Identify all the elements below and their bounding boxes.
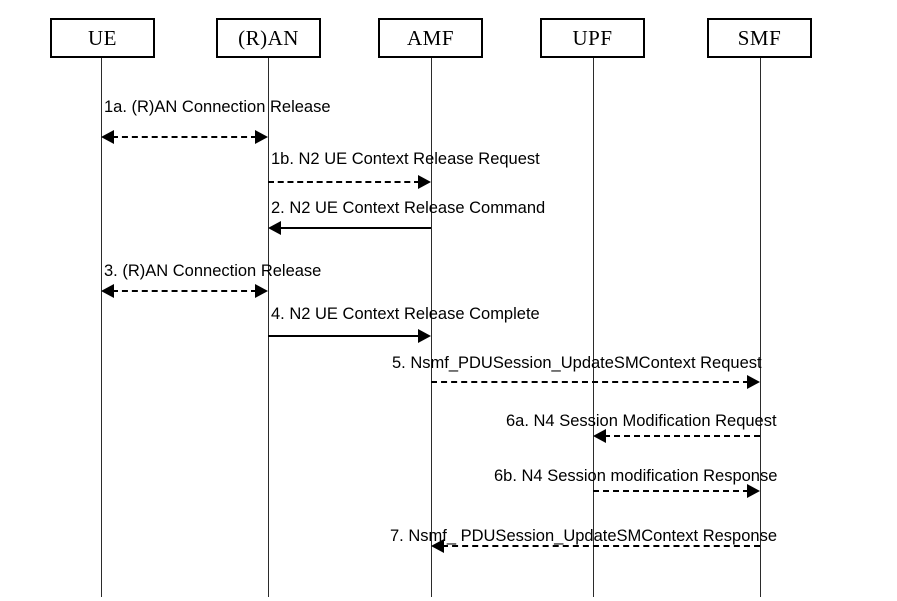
arrowhead-left-1a [101, 130, 114, 144]
arrowhead-right-4 [418, 329, 431, 343]
participant-box-ran: (R)AN [216, 18, 321, 58]
message-line-6a [604, 435, 760, 437]
message-line-6b [593, 490, 749, 492]
participant-box-amf: AMF [378, 18, 483, 58]
lifeline-amf [431, 58, 432, 597]
message-label-6a: 6a. N4 Session Modification Request [506, 412, 777, 430]
message-label-1b: 1b. N2 UE Context Release Request [271, 150, 540, 168]
message-line-5 [431, 381, 749, 383]
message-line-7 [442, 545, 760, 547]
arrowhead-left-3 [101, 284, 114, 298]
message-line-3 [112, 290, 257, 292]
message-line-2 [279, 227, 431, 229]
arrowhead-left-2 [268, 221, 281, 235]
arrowhead-left-6a [593, 429, 606, 443]
participant-label: UE [88, 25, 117, 50]
message-line-1b [268, 181, 420, 183]
arrowhead-right-1b [418, 175, 431, 189]
message-label-4: 4. N2 UE Context Release Complete [271, 305, 540, 323]
message-label-1a: 1a. (R)AN Connection Release [104, 98, 331, 116]
arrowhead-right-1a [255, 130, 268, 144]
message-label-2: 2. N2 UE Context Release Command [271, 199, 546, 217]
participant-box-ue: UE [50, 18, 155, 58]
participant-label: UPF [572, 25, 613, 50]
message-line-4 [268, 335, 420, 337]
arrowhead-right-3 [255, 284, 268, 298]
participant-label: SMF [737, 25, 782, 50]
message-label-3: 3. (R)AN Connection Release [104, 262, 322, 280]
participant-label: (R)AN [238, 25, 299, 50]
arrowhead-right-6b [747, 484, 760, 498]
message-line-1a [112, 136, 257, 138]
arrowhead-right-5 [747, 375, 760, 389]
participant-label: AMF [406, 25, 455, 50]
arrowhead-left-7 [431, 539, 444, 553]
participant-box-smf: SMF [707, 18, 812, 58]
message-label-6b: 6b. N4 Session modification Response [494, 467, 778, 485]
lifeline-smf [760, 58, 761, 597]
message-label-5: 5. Nsmf_PDUSession_UpdateSMContext Reque… [392, 354, 762, 372]
lifeline-ue [101, 58, 102, 597]
participant-box-upf: UPF [540, 18, 645, 58]
message-label-7: 7. Nsmf_ PDUSession_UpdateSMContext Resp… [390, 527, 778, 545]
lifeline-ran [268, 58, 269, 597]
lifeline-upf [593, 58, 594, 597]
